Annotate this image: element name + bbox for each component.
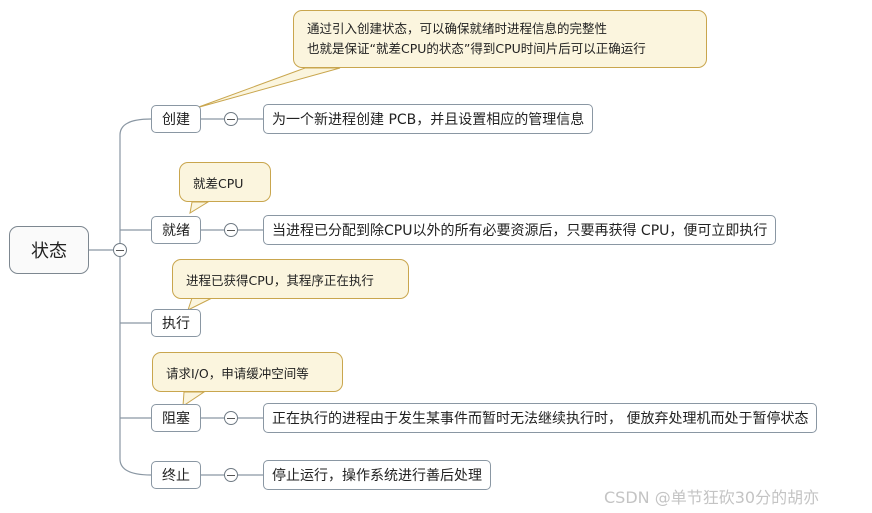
node-ready[interactable]: 就绪 (151, 216, 201, 244)
node-running[interactable]: 执行 (151, 309, 201, 337)
node-running-label: 执行 (162, 316, 190, 332)
root-label: 状态 (31, 241, 67, 262)
note-running: 进程已获得CPU，其程序正在执行 (172, 259, 409, 299)
watermark: CSDN @单节狂砍30分的胡亦 (604, 488, 820, 507)
collapse-toggle-create[interactable] (224, 112, 238, 126)
collapse-toggle-blocked[interactable] (224, 411, 238, 425)
root-node-state[interactable]: 状态 (9, 226, 89, 274)
note-create-line-2: 也就是保证“就差CPU的状态”得到CPU时间片后可以正确运行 (307, 41, 646, 56)
desc-create[interactable]: 为一个新进程创建 PCB，并且设置相应的管理信息 (263, 104, 594, 134)
collapse-toggle-root[interactable] (113, 243, 127, 257)
node-terminated[interactable]: 终止 (151, 461, 201, 489)
note-create-line-1: 通过引入创建状态，可以确保就绪时进程信息的完整性 (307, 21, 608, 36)
desc-ready-text: 当进程已分配到除CPU以外的所有必要资源后，只要再获得 CPU，便可立即执行 (272, 223, 768, 239)
note-ready-text: 就差CPU (193, 175, 244, 191)
desc-blocked[interactable]: 正在执行的进程由于发生某事件而暂时无法继续执行时， 便放弃处理机而处于暂停状态 (263, 403, 818, 433)
desc-terminated-text: 停止运行，操作系统进行善后处理 (272, 468, 482, 484)
note-blocked: 请求I/O，申请缓冲空间等 (152, 352, 343, 392)
node-blocked[interactable]: 阻塞 (151, 404, 201, 432)
collapse-toggle-ready[interactable] (224, 223, 238, 237)
node-blocked-label: 阻塞 (162, 411, 190, 427)
collapse-toggle-terminated[interactable] (224, 468, 238, 482)
node-ready-label: 就绪 (162, 223, 190, 239)
desc-blocked-text: 正在执行的进程由于发生某事件而暂时无法继续执行时， 便放弃处理机而处于暂停状态 (272, 411, 809, 427)
node-terminated-label: 终止 (162, 468, 190, 484)
desc-ready[interactable]: 当进程已分配到除CPU以外的所有必要资源后，只要再获得 CPU，便可立即执行 (263, 215, 777, 245)
note-blocked-text: 请求I/O，申请缓冲空间等 (166, 365, 309, 381)
node-create-label: 创建 (162, 112, 190, 128)
note-create: 通过引入创建状态，可以确保就绪时进程信息的完整性 也就是保证“就差CPU的状态”… (293, 10, 707, 68)
note-running-text: 进程已获得CPU，其程序正在执行 (186, 272, 374, 288)
desc-create-text: 为一个新进程创建 PCB，并且设置相应的管理信息 (272, 112, 585, 128)
node-create[interactable]: 创建 (151, 105, 201, 133)
desc-terminated[interactable]: 停止运行，操作系统进行善后处理 (263, 460, 491, 490)
note-ready: 就差CPU (179, 162, 271, 202)
